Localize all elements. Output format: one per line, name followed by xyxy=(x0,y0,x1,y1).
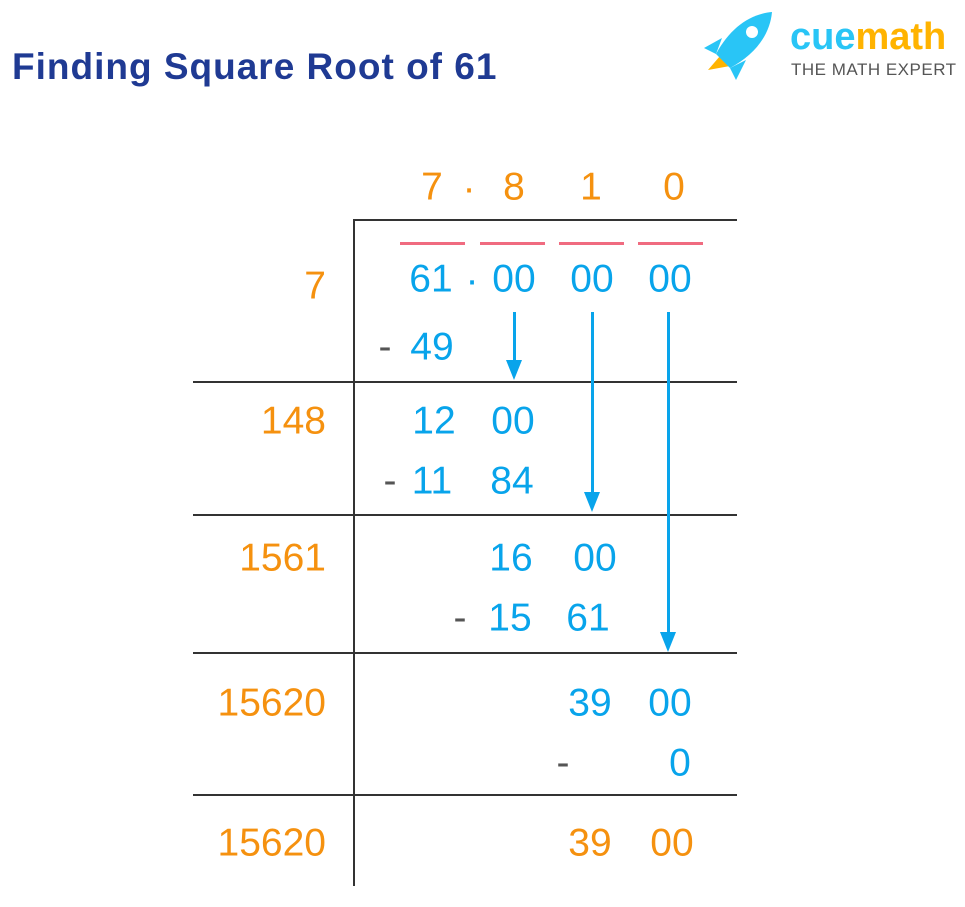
pair-bar xyxy=(400,242,465,245)
logo-math: math xyxy=(855,16,947,58)
step-divider xyxy=(193,514,737,516)
dividend-pair: 00 xyxy=(570,257,614,301)
subtrahend: 15 xyxy=(488,596,532,640)
subtrahend: 0 xyxy=(669,741,691,785)
divisor: 1561 xyxy=(239,536,326,580)
bring-down-arrow xyxy=(667,312,670,634)
subtrahend: 61 xyxy=(566,596,610,640)
arrow-head xyxy=(506,360,522,380)
pair-bar xyxy=(559,242,624,245)
dividend-pair: 00 xyxy=(648,257,692,301)
remainder: 12 xyxy=(412,399,456,443)
pair-bar xyxy=(638,242,703,245)
dividend-decimal-point: . xyxy=(466,250,478,294)
dividend-pair: 00 xyxy=(492,257,536,301)
remainder: 39 xyxy=(568,681,612,725)
quotient-digit: 1 xyxy=(580,165,602,209)
subtrahend: 84 xyxy=(490,459,534,503)
quotient-digit: 7 xyxy=(421,165,443,209)
final-remainder: 39 xyxy=(568,821,612,865)
minus-sign: - xyxy=(556,741,570,785)
minus-sign: - xyxy=(383,459,397,503)
bring-down-arrow xyxy=(513,312,516,362)
divisor: 15620 xyxy=(217,821,326,865)
step-divider xyxy=(193,652,737,654)
bring-down-arrow xyxy=(591,312,594,494)
division-top-line xyxy=(354,219,737,221)
quotient-decimal-point: . xyxy=(463,158,475,202)
minus-sign: - xyxy=(453,596,467,640)
divisor: 15620 xyxy=(217,681,326,725)
step-divider xyxy=(193,794,737,796)
final-remainder: 00 xyxy=(650,821,694,865)
subtrahend: 11 xyxy=(411,459,453,503)
remainder: 00 xyxy=(573,536,617,580)
pair-bar xyxy=(480,242,545,245)
quotient-digit: 0 xyxy=(663,165,685,209)
rocket-icon xyxy=(704,12,772,80)
arrow-head xyxy=(584,492,600,512)
division-vertical-line xyxy=(353,219,355,886)
quotient-digit: 8 xyxy=(503,165,525,209)
dividend-whole: 61 xyxy=(409,257,453,301)
logo-tagline: THE MATH EXPERT xyxy=(791,60,957,79)
divisor: 7 xyxy=(304,264,326,308)
step-divider xyxy=(193,381,737,383)
remainder: 00 xyxy=(491,399,535,443)
logo-cue: cue xyxy=(790,16,856,58)
remainder: 16 xyxy=(489,536,533,580)
subtrahend: 49 xyxy=(410,325,454,369)
divisor: 148 xyxy=(260,399,326,443)
remainder: 00 xyxy=(648,681,692,725)
minus-sign: - xyxy=(378,325,392,369)
page-title: Finding Square Root of 61 xyxy=(12,46,498,87)
arrow-head xyxy=(660,632,676,652)
